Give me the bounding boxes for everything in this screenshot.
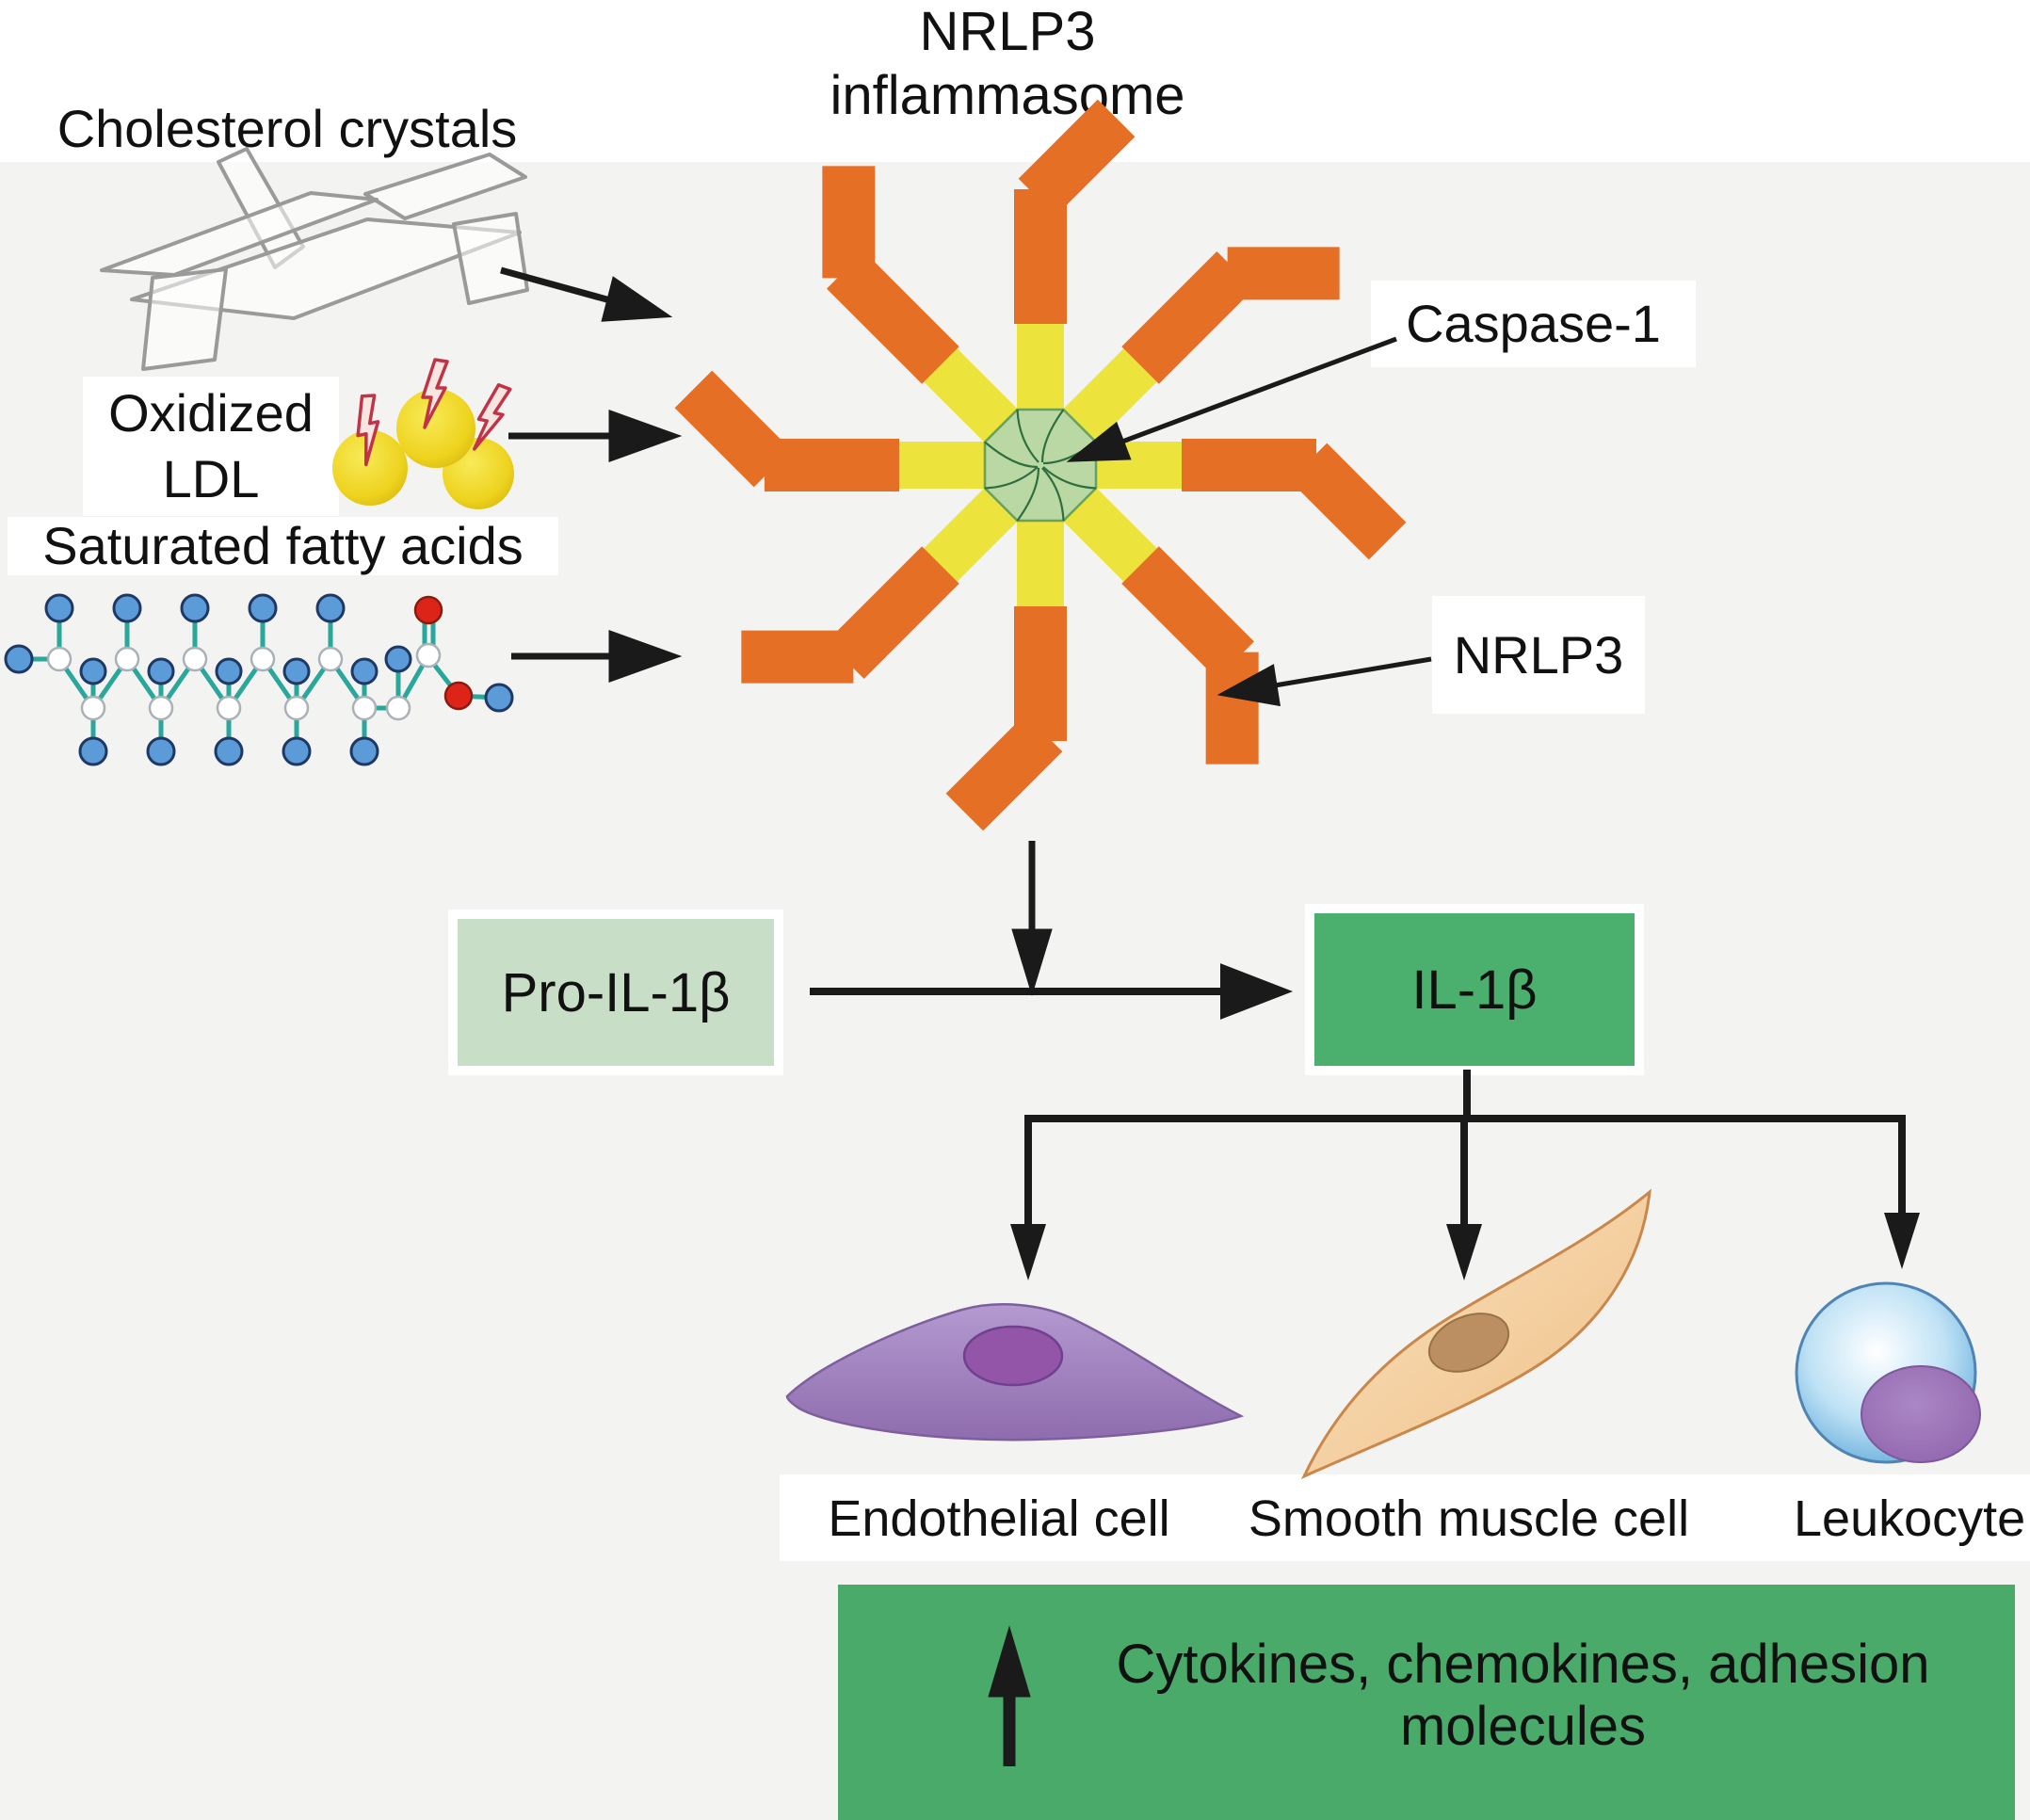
inflammasome-arm (715, 434, 1023, 743)
leukocyte-illustration (1795, 1281, 1981, 1464)
arrow-ldl-to-inflammasome (508, 410, 683, 462)
label-endothelial-cell: Endothelial cell (828, 1490, 1170, 1547)
lightning-icon (348, 392, 390, 467)
label-caspase-1: Caspase-1 (1371, 281, 1696, 367)
caspase-pointer-arrow (1066, 336, 1397, 462)
label-oxidized-ldl: Oxidized LDL (83, 377, 339, 516)
il1b-box: IL-1β (1314, 913, 1635, 1066)
inflammasome-arm (1092, 439, 1407, 560)
label-nrlp3: NRLP3 (1432, 596, 1645, 714)
label-leukocyte: Leukocyte (1794, 1490, 2026, 1547)
inflammasome-arm (945, 517, 1067, 831)
arrow-to-smc (1446, 1224, 1482, 1280)
arrow-fattyacids-to-inflammasome (511, 630, 683, 683)
inflammasome-arm (674, 370, 989, 491)
endothelial-cell-illustration (785, 1303, 1245, 1442)
arrow-cholesterol-to-inflammasome (500, 266, 673, 322)
lightning-icon (421, 358, 449, 429)
title-line1: NRLP3 (919, 1, 1096, 62)
nrlp3-pointer-arrow (1216, 656, 1432, 707)
outcome-text: Cytokines, chemokines, adhesion molecule… (1031, 1634, 2015, 1758)
pro-il1b-box: Pro-IL-1β (458, 919, 774, 1066)
oxidized-ldl-illustration (332, 358, 514, 509)
arrow-inflammasome-down (1011, 841, 1053, 997)
caspase-core (983, 408, 1098, 523)
inflammasome-arm (763, 139, 1071, 447)
cholesterol-crystals-illustration (100, 147, 529, 371)
arrow-to-leukocyte (1884, 1213, 1920, 1269)
cell-label-band (780, 1474, 2030, 1561)
label-cholesterol-crystals: Cholesterol crystals (28, 100, 546, 158)
figure-title: NRLP3 inflammasome (697, 0, 1318, 128)
label-smooth-muscle-cell: Smooth muscle cell (1248, 1490, 1690, 1547)
fatty-acid-illustration (4, 593, 514, 766)
inflammasome-arm (1058, 187, 1366, 496)
outcome-line1: Cytokines, chemokines, adhesion (1116, 1634, 1930, 1695)
smooth-muscle-cell-illustration (1300, 1188, 1651, 1480)
title-line2: inflammasome (830, 65, 1185, 126)
inflammasome-illustration (674, 99, 1407, 831)
branch-connector (1024, 1070, 1906, 1228)
label-oxidized-ldl-line2: LDL (162, 449, 260, 508)
outcome-box: Cytokines, chemokines, adhesion molecule… (838, 1585, 2015, 1820)
label-oxidized-ldl-line1: Oxidized (108, 383, 314, 443)
outcome-line2: molecules (1399, 1696, 1647, 1757)
label-saturated-fatty-acids: Saturated fatty acids (8, 517, 558, 575)
inflammasome-arm (1009, 483, 1318, 791)
arrow-to-endothelial (1010, 1224, 1046, 1280)
arrow-pro-to-il (810, 963, 1294, 1020)
lightning-icon (471, 380, 512, 456)
